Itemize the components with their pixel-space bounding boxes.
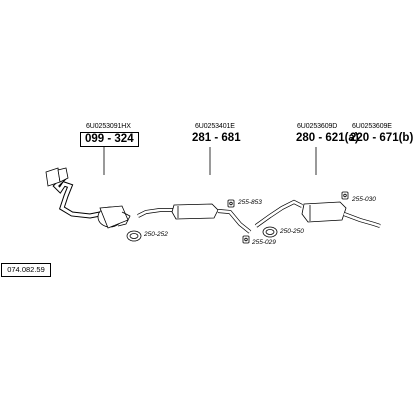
part-number: 220 - 671(b) (350, 132, 413, 144)
front-pipe-catalyst (45, 167, 131, 229)
part-oe-number: 6U0253609D (297, 123, 338, 130)
rubber-mount-icon (227, 199, 235, 208)
part-oe-number: 6U0253609E (352, 123, 392, 130)
reference-number: 074.082.59 (1, 263, 51, 277)
part-number: 281 - 681 (192, 132, 241, 144)
clamp-icon (126, 230, 142, 242)
part-oe-number: 6U0253401E (195, 123, 235, 130)
exhaust-system-diagram (45, 147, 381, 244)
part-number: 099 - 324 (80, 132, 139, 147)
fitting-label: 255-030 (352, 196, 376, 203)
fitting-label: 250-250 (280, 228, 304, 235)
rubber-mount-icon (341, 191, 349, 200)
clamp-icon (262, 226, 278, 238)
fitting-label: 250-252 (144, 231, 168, 238)
part-number: 280 - 621(a) (296, 132, 359, 144)
fitting-label: 255-029 (252, 239, 276, 246)
rear-silencer (254, 199, 381, 228)
middle-silencer (137, 203, 252, 234)
part-oe-number: 6U0253091HX (86, 123, 131, 130)
rubber-mount-icon (242, 235, 250, 244)
fitting-label: 255-853 (238, 199, 262, 206)
